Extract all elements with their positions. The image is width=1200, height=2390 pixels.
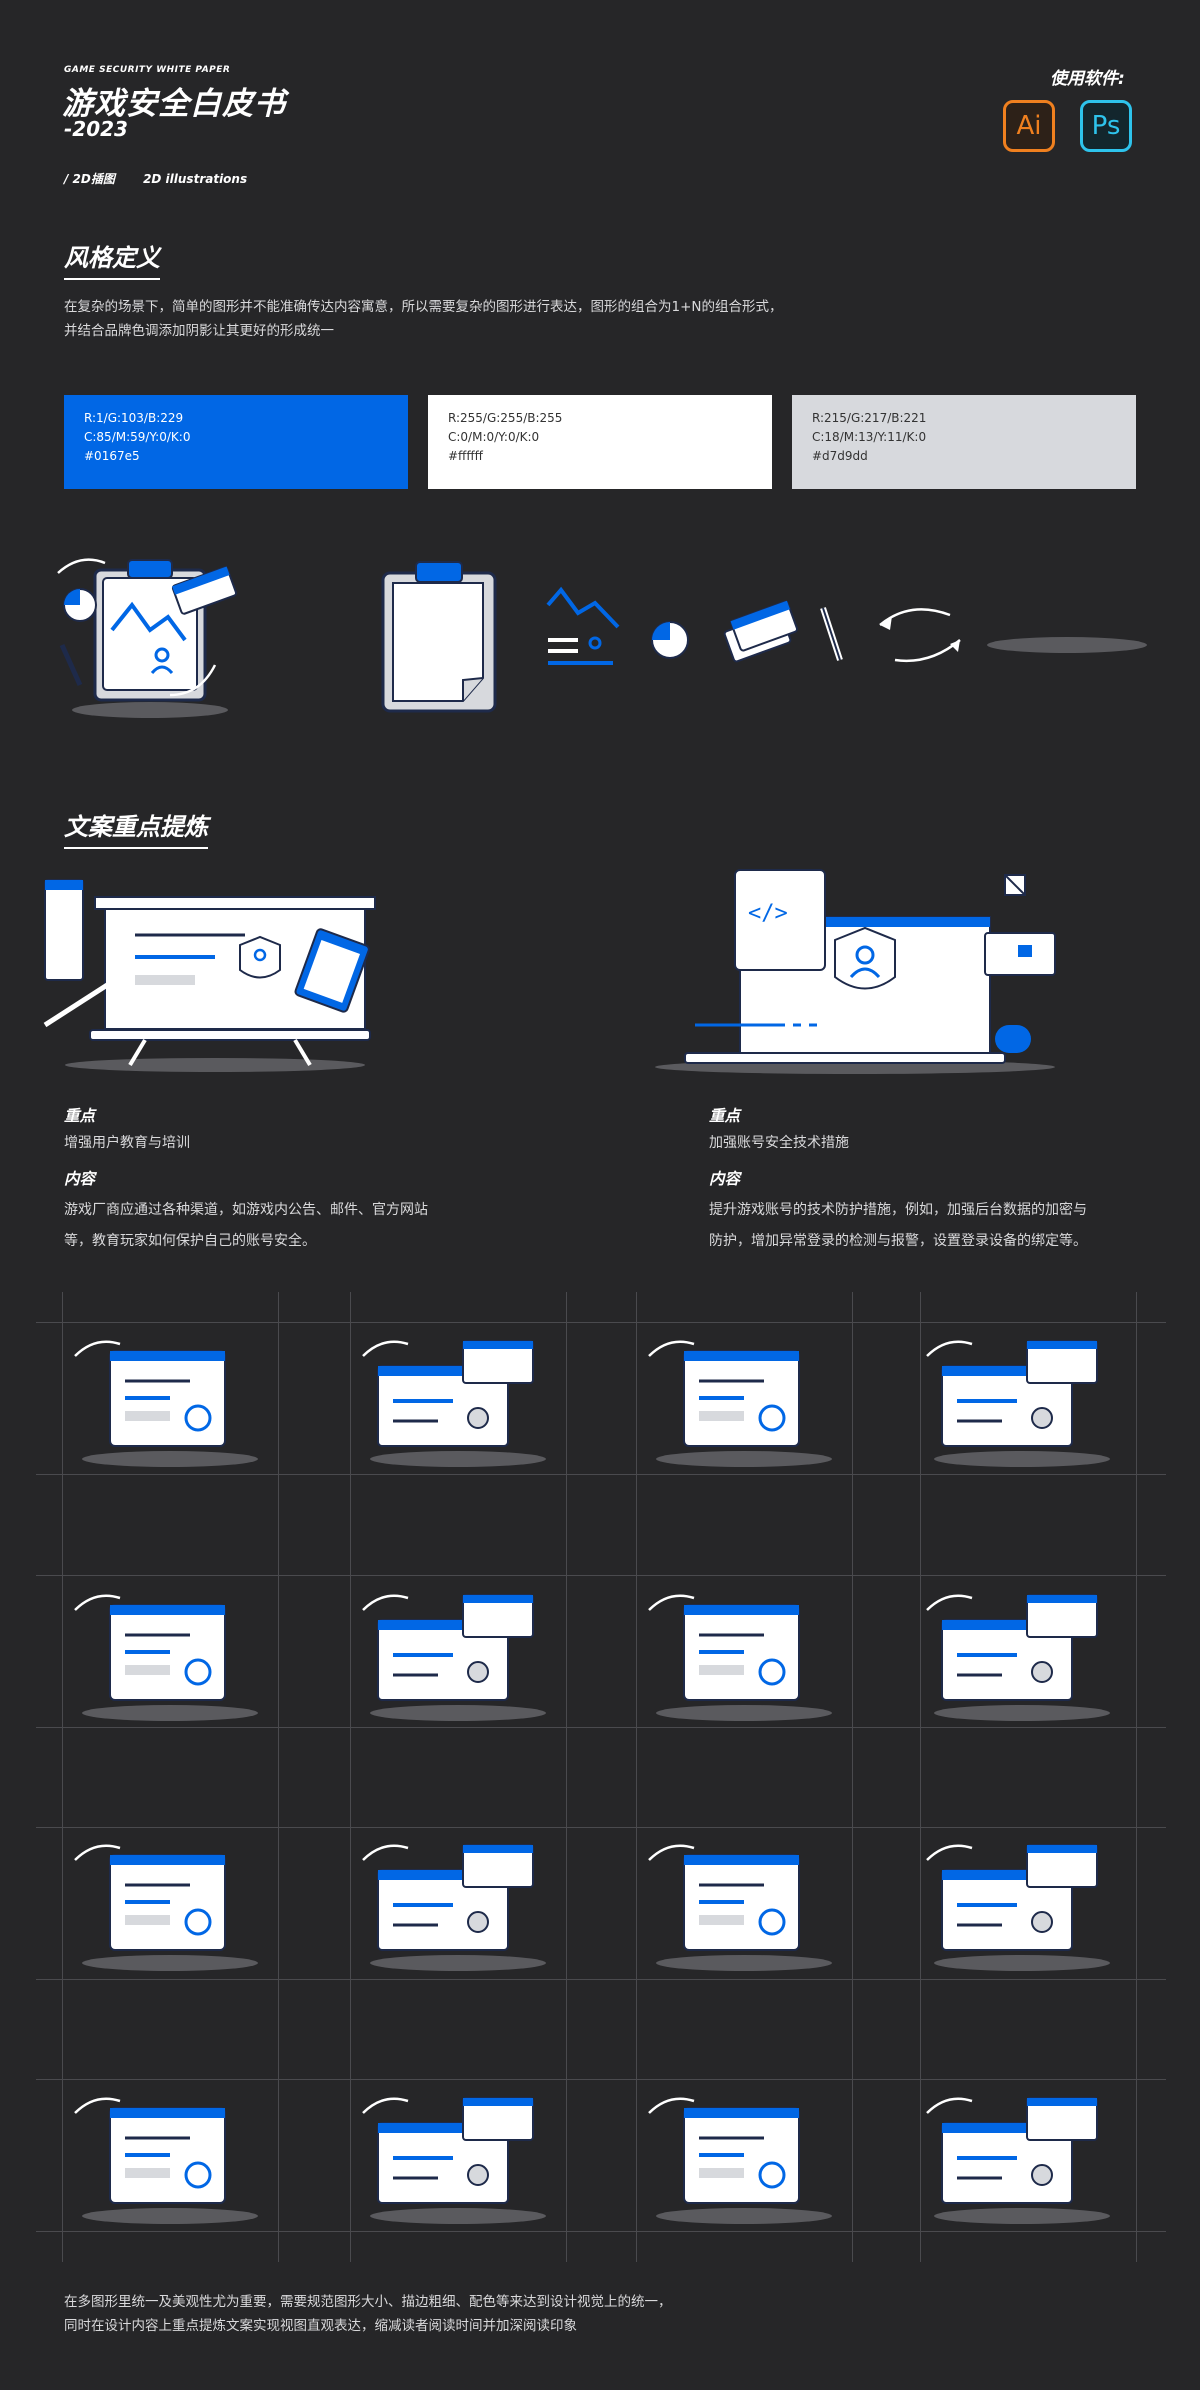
browser-card-icon	[648, 2097, 832, 2224]
monitor-chart-icon	[926, 1594, 1110, 1721]
presentation-board-icon	[43, 879, 376, 1072]
footer-line-2: 同时在设计内容上重点提炼文案实现视图直观表达，缩减读者阅读时间并加深阅读印象	[64, 2318, 577, 2334]
page-title: 游戏安全白皮书	[62, 86, 286, 122]
grid-vertical-line	[636, 1292, 637, 2262]
footer-text: 在多图形里统一及美观性尤为重要，需要规范图形大小、描边粗细、配色等来达到设计视觉…	[64, 2290, 1144, 2338]
copy-2-content-line-2: 防护，增加异常登录的检测与报警，设置登录设备的绑定等。	[709, 1233, 1087, 1249]
presentation-board-icon	[74, 1594, 258, 1721]
monitor-video-icon	[74, 1844, 258, 1971]
laptop-shield-icon: </>	[655, 869, 1056, 1074]
grid-vertical-line	[350, 1292, 351, 2262]
grid-vertical-line	[62, 1292, 63, 2262]
swatch-white-rgb: R:255/G:255/B:255	[448, 411, 563, 425]
svg-text:</>: </>	[748, 901, 788, 926]
copy-2-content-label: 内容	[709, 1170, 741, 1188]
footer-line-1: 在多图形里统一及美观性尤为重要，需要规范图形大小、描边粗细、配色等来达到设计视觉…	[64, 2294, 672, 2310]
grid-horizontal-line	[36, 1575, 1166, 1576]
swatch-blue: R:1/G:103/B:229 C:85/M:59/Y:0/K:0 #0167e…	[64, 395, 408, 489]
grid-vertical-line	[852, 1292, 853, 2262]
style-heading: 风格定义	[64, 238, 160, 280]
swatch-grey-hex: #d7d9dd	[812, 449, 868, 463]
tag-2d-en: 2D illustrations	[143, 172, 248, 186]
folder-browser-icon	[362, 1340, 546, 1467]
swatch-white-cmyk: C:0/M:0/Y:0/K:0	[448, 430, 540, 444]
clipboard-chart-composite-icon	[57, 558, 237, 718]
grid-vertical-line	[920, 1292, 921, 2262]
pen-part-icon	[820, 607, 843, 661]
tag-2d-cn: / 2D插图	[64, 172, 115, 186]
shadow-part-icon	[987, 637, 1147, 653]
style-description: 在复杂的场景下，简单的图形并不能准确传达内容寓意，所以需要复杂的图形进行表达，图…	[64, 295, 1144, 343]
copy-1-key-text: 增强用户教育与培训	[64, 1135, 190, 1151]
subtitle-en: GAME SECURITY WHITE PAPER	[64, 65, 231, 75]
phone-browser-icon	[926, 2097, 1110, 2224]
cards-part-icon	[723, 600, 799, 663]
illustrator-icon: Ai	[1003, 100, 1055, 152]
copy-1-content-line-1: 游戏厂商应通过各种渠道，如游戏内公告、邮件、官方网站	[64, 1202, 428, 1218]
arrows-part-icon	[879, 608, 961, 662]
year-label: -2023	[64, 117, 128, 141]
browser-phone-icon	[926, 1844, 1110, 1971]
grid-horizontal-line	[36, 2079, 1166, 2080]
swatch-grey: R:215/G:217/B:221 C:18/M:13/Y:11/K:0 #d7…	[792, 395, 1136, 489]
copy-2-key-text: 加强账号安全技术措施	[709, 1135, 849, 1151]
grid-horizontal-line	[36, 2231, 1166, 2232]
style-description-line-2: 并结合品牌色调添加阴影让其更好的形成统一	[64, 323, 334, 339]
grid-horizontal-line	[36, 1474, 1166, 1475]
document-browser-icon	[926, 1340, 1110, 1467]
copy-1-content-label: 内容	[64, 1170, 96, 1188]
copy-2-content-line-1: 提升游戏账号的技术防护措施，例如，加强后台数据的加密与	[709, 1202, 1087, 1218]
browser-shield-icon	[362, 1844, 546, 1971]
monitor-notebook-icon	[74, 2097, 258, 2224]
swatch-blue-hex: #0167e5	[84, 449, 140, 463]
grid-vertical-line	[278, 1292, 279, 2262]
grid-horizontal-line	[36, 1827, 1166, 1828]
clipboard-chart-icon	[74, 1340, 258, 1467]
chart-line-part-icon	[546, 586, 620, 665]
copy-2-content: 提升游戏账号的技术防护措施，例如，加强后台数据的加密与 防护，增加异常登录的检测…	[709, 1195, 1179, 1257]
grid-horizontal-line	[36, 1979, 1166, 1980]
copy-2-key-label: 重点	[709, 1107, 741, 1125]
swatch-grey-cmyk: C:18/M:13/Y:11/K:0	[812, 430, 927, 444]
illustrator-label: Ai	[1016, 111, 1042, 141]
server-phone-icon	[648, 1340, 832, 1467]
style-description-line-1: 在复杂的场景下，简单的图形并不能准确传达内容寓意，所以需要复杂的图形进行表达，图…	[64, 299, 783, 315]
monitor-browser-icon	[362, 2097, 546, 2224]
swatch-blue-cmyk: C:85/M:59/Y:0/K:0	[84, 430, 191, 444]
grid-horizontal-line	[36, 1727, 1166, 1728]
certificate-document-icon	[362, 1594, 546, 1721]
swatch-white-hex: #ffffff	[448, 449, 483, 463]
copy-1-content: 游戏厂商应通过各种渠道，如游戏内公告、邮件、官方网站 等，教育玩家如何保护自己的…	[64, 1195, 534, 1257]
software-label: 使用软件:	[1050, 69, 1125, 89]
copy-1-content-line-2: 等，教育玩家如何保护自己的账号安全。	[64, 1233, 316, 1249]
blank-clipboard-icon	[381, 561, 497, 713]
clipboard-chart-icon	[648, 1594, 832, 1721]
copy-1-key-label: 重点	[64, 1107, 96, 1125]
swatch-grey-rgb: R:215/G:217/B:221	[812, 411, 927, 425]
tag-list: / 2D插图 2D illustrations	[64, 170, 271, 187]
grid-vertical-line	[566, 1292, 567, 2262]
grid-horizontal-line	[36, 1322, 1166, 1323]
grid-vertical-line	[1136, 1292, 1137, 2262]
swatch-white: R:255/G:255/B:255 C:0/M:0/Y:0/K:0 #fffff…	[428, 395, 772, 489]
document-search-icon	[648, 1844, 832, 1971]
photoshop-icon: Ps	[1080, 100, 1132, 152]
copy-heading: 文案重点提炼	[64, 807, 208, 849]
pie-part-icon	[651, 621, 689, 659]
photoshop-label: Ps	[1091, 111, 1121, 141]
swatch-blue-rgb: R:1/G:103/B:229	[84, 411, 184, 425]
